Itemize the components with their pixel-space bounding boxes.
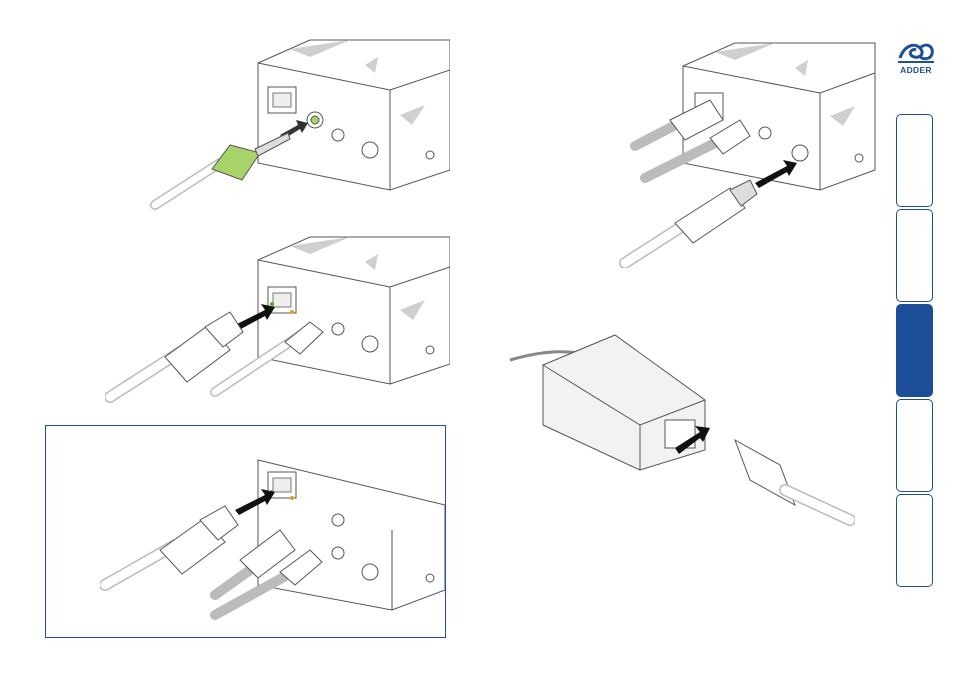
figure-dual-rj45-connection xyxy=(100,450,445,620)
figure-power-jack-connection xyxy=(615,38,885,268)
side-tab-3[interactable] xyxy=(896,304,933,397)
figure-power-adapter-connection xyxy=(505,330,855,530)
figure-audio-jack-connection xyxy=(150,35,450,215)
side-tab-2[interactable] xyxy=(896,209,933,302)
logo-text: ADDER xyxy=(893,65,939,75)
side-tab-1[interactable] xyxy=(896,114,933,207)
side-tab-5[interactable] xyxy=(896,494,933,587)
figure-rj45-connection xyxy=(105,232,450,407)
side-tab-4[interactable] xyxy=(896,399,933,492)
